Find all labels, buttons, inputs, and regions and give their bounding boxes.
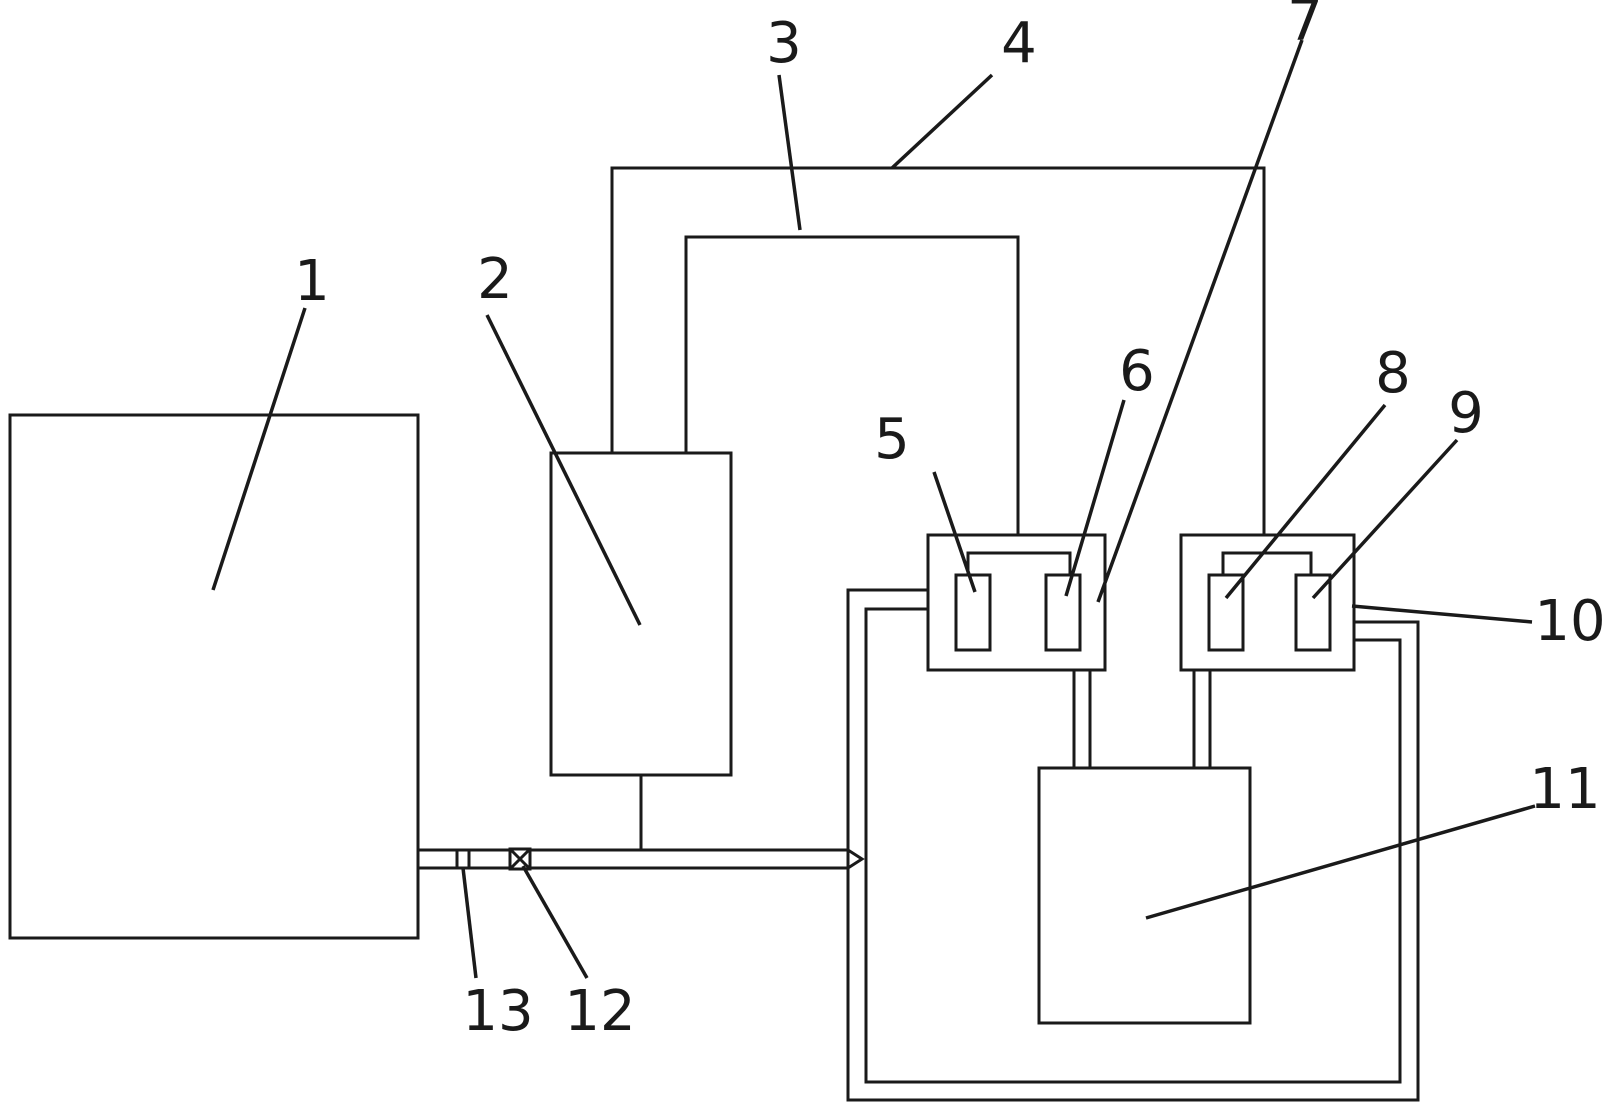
leader-10 xyxy=(1351,604,1533,624)
leader-9 xyxy=(1311,438,1459,600)
leader-7 xyxy=(1096,39,1304,603)
label-11: 11 xyxy=(1529,757,1600,822)
component-6 xyxy=(1044,573,1082,652)
leader-13 xyxy=(461,867,478,979)
leader-3 xyxy=(777,74,802,231)
label-5: 5 xyxy=(874,407,910,472)
component-1-box xyxy=(8,413,420,940)
right-module-bridge xyxy=(1221,551,1313,575)
component-13 xyxy=(455,848,471,870)
module-to-11-pipes xyxy=(1072,670,1212,768)
label-9: 9 xyxy=(1448,381,1484,446)
wire-3 xyxy=(684,235,1020,545)
component-12-valve xyxy=(508,847,532,871)
leader-8 xyxy=(1224,403,1387,600)
label-2: 2 xyxy=(477,247,513,312)
leader-6 xyxy=(1064,399,1126,597)
wire-4 xyxy=(610,166,1266,545)
label-3: 3 xyxy=(766,11,802,76)
leader-5 xyxy=(932,471,977,593)
leader-4 xyxy=(890,73,994,170)
leader-2 xyxy=(485,314,642,626)
label-12: 12 xyxy=(564,979,635,1044)
leader-11 xyxy=(1145,804,1536,920)
label-4: 4 xyxy=(1001,11,1037,76)
left-module-bridge xyxy=(966,551,1072,575)
label-8: 8 xyxy=(1375,341,1411,406)
label-6: 6 xyxy=(1119,339,1155,404)
main-pipe xyxy=(418,848,865,870)
label-10: 10 xyxy=(1534,589,1605,654)
label-1: 1 xyxy=(294,249,330,314)
label-7: 7 xyxy=(1287,0,1323,54)
leader-12 xyxy=(521,865,589,979)
leader-1 xyxy=(211,307,307,591)
component-11-box xyxy=(1037,766,1252,1025)
outer-frame xyxy=(846,588,1420,1102)
component-8 xyxy=(1207,573,1245,652)
label-13: 13 xyxy=(462,979,533,1044)
